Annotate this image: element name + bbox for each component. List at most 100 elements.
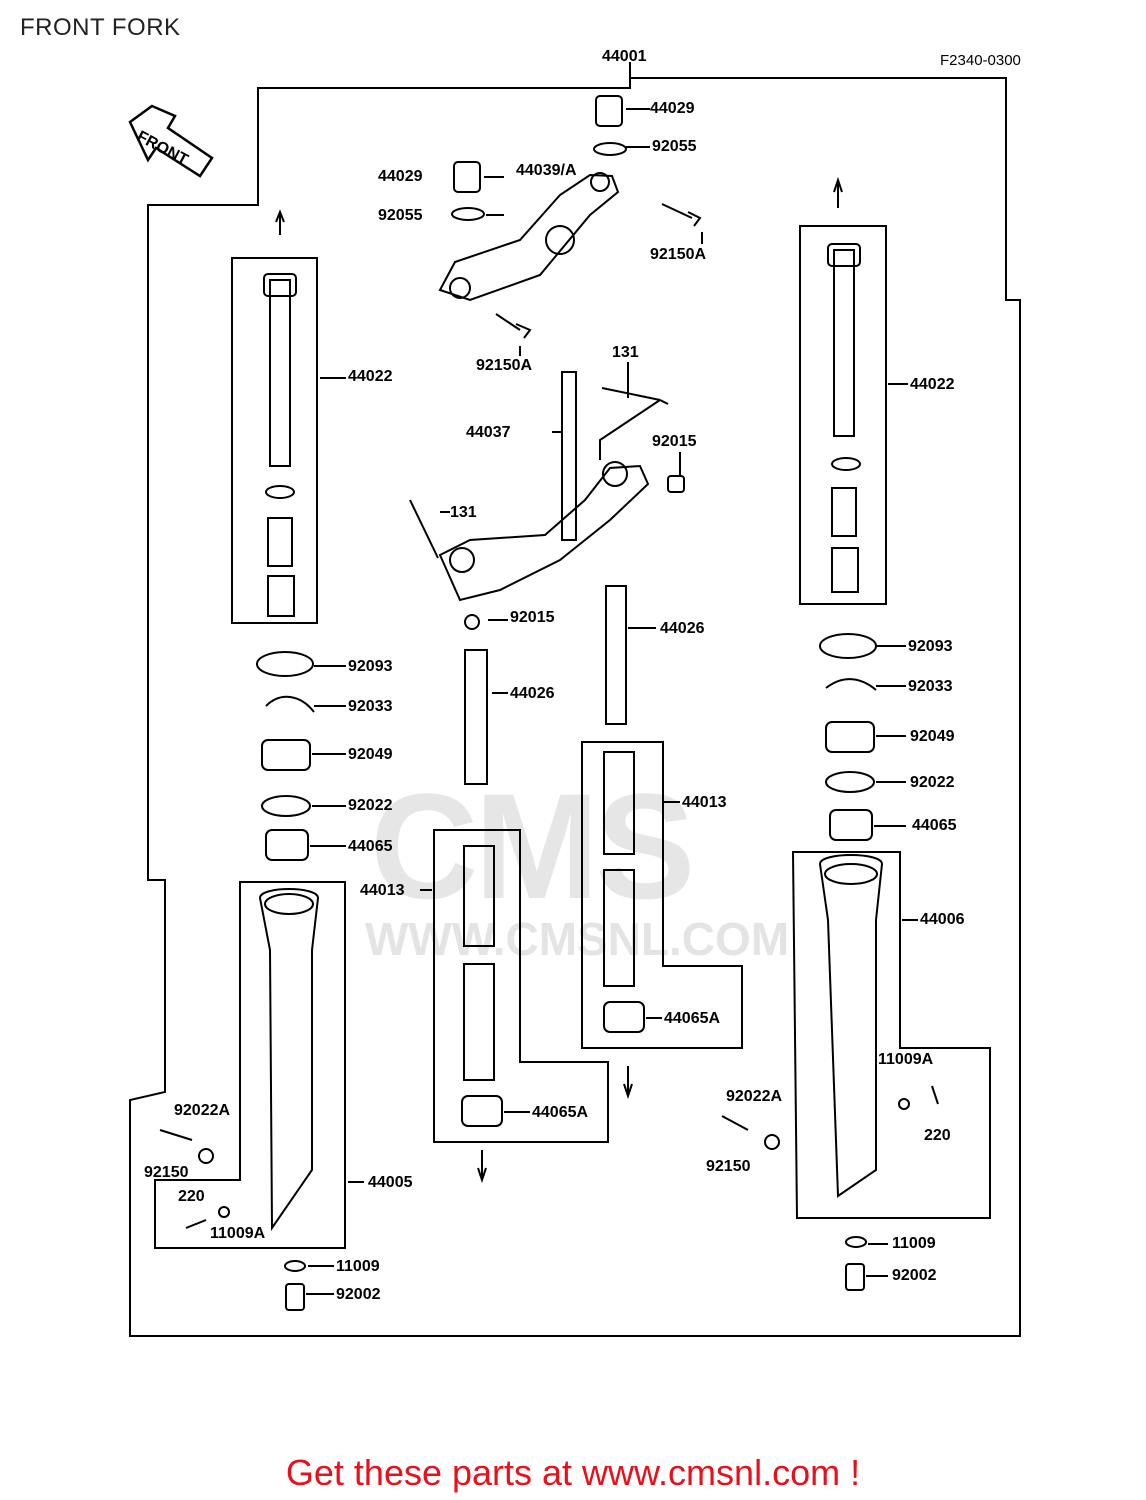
- part-label[interactable]: 92055: [378, 207, 423, 224]
- part-label[interactable]: 44026: [510, 685, 555, 702]
- drain-bolt-icon: [285, 1283, 305, 1311]
- bushing-icon: [829, 809, 873, 841]
- part-label[interactable]: 92049: [910, 728, 955, 745]
- right-inner-box: [799, 225, 887, 605]
- part-label[interactable]: 92033: [348, 698, 393, 715]
- assembly-outline: [129, 62, 1021, 1337]
- fork-cap-icon: [595, 95, 623, 127]
- part-label[interactable]: 131: [450, 504, 477, 521]
- part-label[interactable]: 92049: [348, 746, 393, 763]
- part-label[interactable]: 44065A: [664, 1010, 721, 1027]
- part-label[interactable]: 92150A: [650, 246, 707, 263]
- part-label[interactable]: 92015: [652, 433, 697, 450]
- fork-cap-icon: [453, 161, 481, 193]
- part-label[interactable]: 92150: [706, 1158, 751, 1175]
- part-label[interactable]: 220: [924, 1127, 951, 1144]
- part-label[interactable]: 44022: [348, 368, 393, 385]
- oil-seal-icon: [261, 739, 311, 771]
- part-label[interactable]: 92002: [892, 1267, 937, 1284]
- bolt-icon: [601, 387, 661, 401]
- spring-icon: [831, 487, 857, 537]
- part-label[interactable]: 44065A: [532, 1104, 589, 1121]
- diagram-code: F2340-0300: [940, 52, 1021, 69]
- part-label[interactable]: 92150: [144, 1164, 189, 1181]
- watermark-logo: CMS: [370, 762, 695, 930]
- outer-tube-icon: [818, 854, 884, 1198]
- watermark-url: WWW.CMSNL.COM: [365, 913, 790, 965]
- part-label[interactable]: 92093: [908, 638, 953, 655]
- part-label[interactable]: 11009: [336, 1258, 380, 1275]
- o-ring-icon: [451, 207, 485, 221]
- nut-icon: [464, 614, 480, 630]
- steering-stem-icon: [561, 371, 577, 541]
- part-label[interactable]: 44026: [660, 620, 705, 637]
- arrow-up-icon: [833, 176, 843, 208]
- part-label[interactable]: 92015: [510, 609, 555, 626]
- part-label[interactable]: 220: [178, 1188, 205, 1205]
- part-label[interactable]: 92150A: [476, 357, 533, 374]
- washer-icon: [261, 795, 311, 817]
- arrow-down-icon: [477, 1150, 487, 1184]
- damper-rod-icon: [464, 649, 488, 785]
- page-title: FRONT FORK: [20, 14, 181, 41]
- part-label[interactable]: 44029: [650, 100, 695, 117]
- part-label[interactable]: 131: [612, 344, 639, 361]
- part-label[interactable]: 92022: [910, 774, 955, 791]
- part-label[interactable]: 44065: [912, 817, 957, 834]
- assembly-number[interactable]: 44001: [602, 48, 647, 65]
- part-label[interactable]: 44013: [682, 794, 727, 811]
- washer-icon: [198, 1148, 214, 1164]
- part-label[interactable]: 11009A: [878, 1051, 934, 1068]
- upper-bracket-icon: [438, 173, 620, 302]
- bolt-icon: [185, 1219, 207, 1229]
- part-label[interactable]: 44065: [348, 838, 393, 855]
- bushing-icon: [603, 1001, 645, 1033]
- left-inner-box: [231, 257, 318, 624]
- part-label[interactable]: 11009: [892, 1235, 936, 1252]
- part-label[interactable]: 11009A: [210, 1225, 266, 1242]
- inner-tube-icon: [603, 751, 635, 855]
- circlip-icon: [265, 696, 315, 713]
- drain-bolt-icon: [845, 1263, 865, 1291]
- bushing-icon: [461, 1095, 503, 1127]
- o-ring-icon: [593, 142, 627, 156]
- part-label[interactable]: 92093: [348, 658, 393, 675]
- part-label[interactable]: 44022: [910, 376, 955, 393]
- nut-icon: [667, 475, 685, 493]
- washer-icon: [825, 771, 875, 793]
- bolt-icon: [721, 1115, 749, 1131]
- front-arrow-icon: [128, 104, 214, 178]
- part-label[interactable]: 92055: [652, 138, 697, 155]
- part-label[interactable]: 44037: [466, 424, 511, 441]
- part-label[interactable]: 44039/A: [516, 162, 577, 179]
- part-label[interactable]: 92022: [348, 797, 393, 814]
- washer-icon: [764, 1134, 780, 1150]
- arrow-down-icon: [623, 1066, 633, 1100]
- lower-bracket-icon: [438, 464, 650, 602]
- cta-link[interactable]: Get these parts at www.cmsnl.com !: [285, 1452, 861, 1493]
- spring-icon: [267, 517, 293, 567]
- arrow-up-icon: [275, 209, 285, 235]
- bolt-icon: [409, 499, 439, 559]
- part-label[interactable]: 44029: [378, 168, 423, 185]
- bolt-icon: [159, 1129, 193, 1141]
- circlip-icon: [825, 678, 877, 691]
- inner-tube-icon: [463, 845, 495, 947]
- left-outer-box: [154, 881, 346, 1249]
- dust-seal-icon: [819, 633, 877, 659]
- inner-tube-icon: [269, 279, 291, 467]
- part-label[interactable]: 92022A: [726, 1088, 783, 1105]
- part-label[interactable]: 92022A: [174, 1102, 231, 1119]
- part-label[interactable]: 44006: [920, 911, 965, 928]
- washer-icon: [845, 1236, 867, 1248]
- part-label[interactable]: 92002: [336, 1286, 381, 1303]
- part-label[interactable]: 44013: [360, 882, 405, 899]
- outer-tube-icon: [258, 888, 320, 1232]
- damper-rod-icon: [605, 585, 627, 725]
- part-label[interactable]: 44005: [368, 1174, 413, 1191]
- center-left-box: [433, 829, 609, 1143]
- bolt-icon: [661, 203, 702, 227]
- part-label[interactable]: 92033: [908, 678, 953, 695]
- bolt-icon: [931, 1085, 939, 1105]
